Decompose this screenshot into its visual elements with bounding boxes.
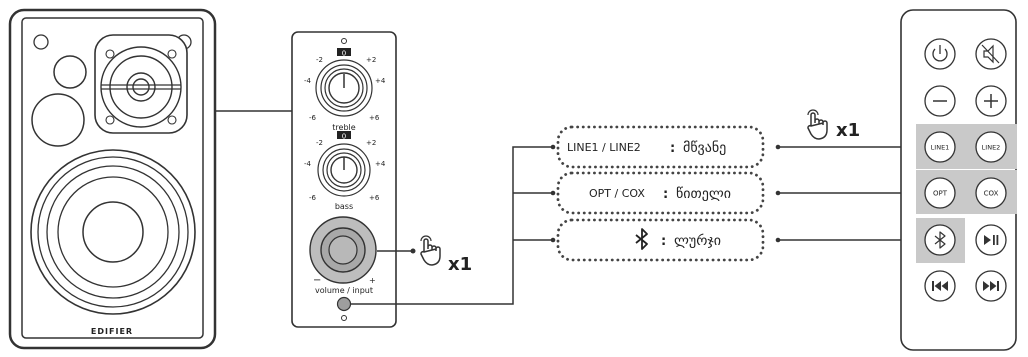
bass-label: bass [335, 202, 353, 211]
woofer-dustcap [82, 201, 144, 263]
volume-down-button[interactable] [924, 85, 956, 117]
tweeter-dome [132, 78, 150, 96]
input-color-bluetooth: ლურჯი [674, 232, 721, 249]
input-box-opt [556, 171, 765, 215]
indicator-circle [53, 55, 87, 89]
input-box-bluetooth [556, 218, 765, 262]
input-color-opt: წითელი [676, 186, 731, 202]
woofer-frame [30, 149, 196, 315]
bass-scale-0: 0 [342, 133, 346, 141]
input-mapping: LINE1 / LINE2 : მწვანე OPT / COX : წითელ… [556, 125, 765, 262]
volume-input-knob[interactable]: − + volume / input [309, 216, 377, 295]
speaker: EDIFIER [8, 8, 217, 350]
connector-line [350, 146, 553, 305]
press-count-panel: x1 [448, 254, 472, 275]
svg-text:+2: +2 [366, 56, 376, 64]
input-color-line: მწვანე [683, 140, 726, 156]
play-pause-icon [984, 235, 991, 245]
svg-text:-4: -4 [304, 77, 312, 85]
svg-text:-2: -2 [316, 56, 323, 64]
svg-text:+2: +2 [366, 139, 376, 147]
bluetooth-button[interactable] [924, 224, 956, 256]
press-hand-icon [420, 235, 441, 266]
svg-text::: : [663, 187, 668, 202]
input-source-opt: OPT / COX [589, 187, 645, 200]
power-button[interactable] [924, 38, 956, 70]
press-hand-icon [807, 109, 828, 140]
next-icon [983, 281, 997, 291]
input-box-line [556, 125, 765, 169]
bluetooth-icon [934, 231, 946, 249]
svg-text:+4: +4 [375, 160, 386, 168]
svg-text:-4: -4 [304, 160, 312, 168]
volume-minus: − [313, 275, 321, 286]
treble-knob[interactable]: 0 -2 +2 -4 +4 -6 +6 treble [304, 48, 386, 132]
volume-up-button[interactable] [975, 85, 1007, 117]
line2-button[interactable]: LINE2 [975, 131, 1007, 163]
treble-scale-0: 0 [342, 50, 346, 58]
play-pause-button[interactable] [975, 224, 1007, 256]
svg-text:LINE1: LINE1 [931, 144, 950, 152]
svg-text:-6: -6 [309, 194, 317, 202]
cox-button[interactable]: COX [975, 177, 1007, 209]
previous-button[interactable] [924, 270, 956, 302]
svg-text:OPT: OPT [933, 190, 948, 198]
press-count-remote: x1 [836, 120, 860, 141]
svg-text:+4: +4 [375, 77, 386, 85]
svg-text:+6: +6 [369, 194, 380, 202]
svg-text:-2: -2 [316, 139, 323, 147]
svg-text::: : [661, 234, 666, 249]
volume-plus: + [369, 276, 376, 285]
next-button[interactable] [975, 270, 1007, 302]
treble-label: treble [332, 123, 355, 132]
svg-text::: : [670, 141, 675, 156]
control-panel: 0 -2 +2 -4 +4 -6 +6 treble 0 -2 +2 -4 [291, 31, 397, 328]
tweeter-ring [100, 46, 182, 128]
brand-logo: EDIFIER [91, 327, 133, 336]
svg-text:-6: -6 [309, 114, 317, 122]
previous-icon [932, 281, 934, 291]
power-icon [932, 48, 948, 62]
svg-text:COX: COX [984, 190, 999, 198]
port-circle [31, 93, 85, 147]
remote-control: LINE1 LINE2 OPT COX [900, 9, 1017, 351]
input-indicator-led [336, 296, 352, 312]
svg-text:+6: +6 [369, 114, 380, 122]
svg-text:LINE2: LINE2 [982, 144, 1001, 152]
bluetooth-icon [635, 228, 648, 250]
bass-knob[interactable]: 0 -2 +2 -4 +4 -6 +6 bass [304, 131, 386, 211]
screw-icon [33, 34, 49, 50]
mute-button[interactable] [975, 38, 1007, 70]
opt-button[interactable]: OPT [924, 177, 956, 209]
volume-input-label: volume / input [315, 286, 373, 295]
input-source-line: LINE1 / LINE2 [567, 141, 641, 154]
line1-button[interactable]: LINE1 [924, 131, 956, 163]
